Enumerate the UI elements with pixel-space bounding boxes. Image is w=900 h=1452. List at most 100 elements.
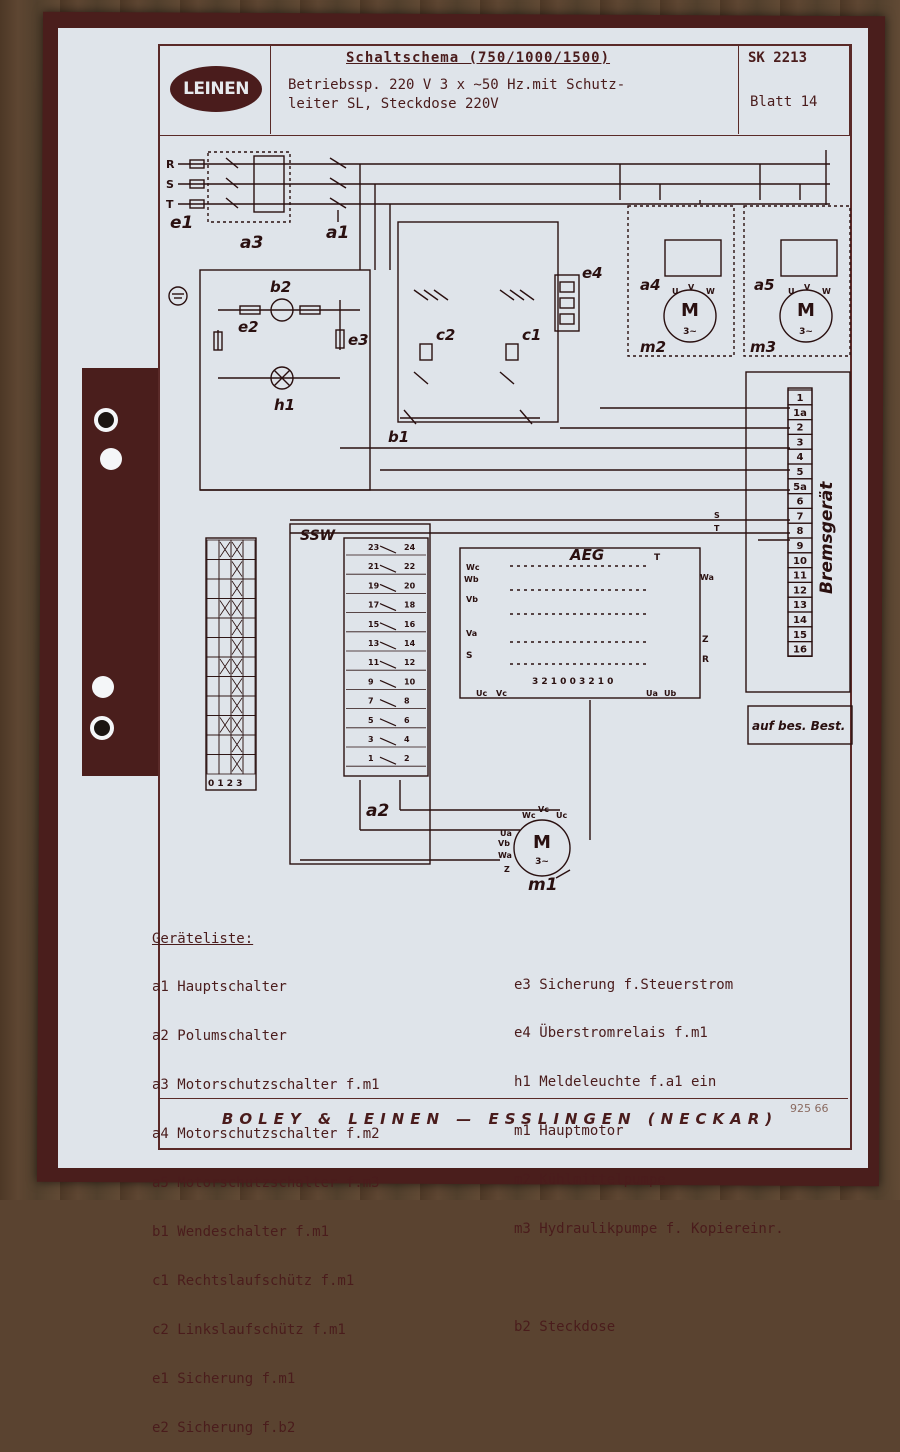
brake-terminal-number: 5 [797,467,804,478]
brake-terminal-number: 6 [797,497,804,508]
ssw-contact-number: 22 [404,562,415,571]
parts-list-item: a1 Hauptschalter [152,979,287,996]
ssw-contact [379,622,397,631]
punch-hole [92,676,114,698]
ssw-contact [379,583,397,592]
grid-cell [218,695,232,716]
ssw-contact-number: 9 [368,677,374,686]
aeg-bottom-label: Ub [664,689,676,698]
supply-description: Betriebssp. 220 V 3 x ~50 Hz.mit Schutz-… [288,77,626,112]
grid-cell [242,539,256,560]
motor-rating: 3~ [683,327,697,337]
grid-cross [219,600,231,616]
grid-cell [218,754,232,775]
ssw-contact [379,737,397,746]
circuit-diagram: R S T e1 a3 a1 b2 e2 e3 h1 c2 c1 e4 b1 a… [166,150,853,895]
brake-terminal-number: 14 [793,615,807,626]
grid-cross [231,658,243,675]
parts-list-item: a2 Polumschalter [152,1028,287,1045]
aeg-terminal-label: Wc [466,563,480,572]
grid-cross [231,678,243,694]
grid-cell [218,559,232,580]
grid-cell [206,578,220,599]
motor-rating: 3~ [535,857,549,867]
grid-cell [242,676,256,697]
ssw-contact [379,679,397,688]
punch-hole [94,408,118,432]
grid-cell [218,676,232,697]
brake-terminal-number: 9 [797,541,804,552]
label-ssw: SSW [300,528,336,544]
grid-cell [242,754,256,775]
label-aeg: AEG [569,546,604,564]
grid-cell [206,539,220,560]
parts-list-item: e3 Sicherung f.Steuerstrom [514,976,734,993]
aeg-bottom-label: Uc [476,689,487,698]
motor-symbol: M [681,300,699,321]
brake-terminal-number: 2 [797,423,804,434]
parts-list-item: m3 Hydraulikpumpe f. Kopiereinr. [514,1221,784,1238]
brake-terminal-number: 11 [793,571,807,582]
brake-terminal-number: 12 [793,585,807,596]
ssw-contact-number: 2 [404,754,410,763]
line-label: S [714,511,720,520]
brake-terminal-number: 13 [793,600,807,611]
grid-cell [218,734,232,755]
grid-cross [219,717,231,733]
ssw-contact-number: 8 [404,697,410,706]
ssw-contact [379,718,397,727]
aeg-bottom-label: Ua [646,689,658,698]
punch-hole [100,448,122,470]
parts-list-item: a3 Motorschutzschalter f.m1 [152,1077,380,1094]
brake-terminal-number: 7 [797,511,804,522]
label-b2: b2 [270,278,291,296]
grid-cell [242,559,256,580]
ssw-contact-number: 10 [404,677,416,686]
terminal-label: U [672,287,679,296]
ssw-contact-number: 13 [368,639,379,648]
m1-terminal-label: Ua [500,829,512,838]
grid-cell [206,695,220,716]
parts-list-item: c1 Rechtslaufschütz f.m1 [152,1272,355,1289]
grid-cell [242,617,256,638]
grid-cell [206,656,220,677]
parts-list-heading: Geräteliste: [152,930,254,947]
label-a2: a2 [366,801,389,821]
m1-terminal-label: Wa [498,851,512,860]
leinen-logo: LEINEN [170,66,262,112]
terminal-label: W [822,287,831,296]
parts-list-item: h1 Meldeleuchte f.a1 ein [514,1074,717,1091]
grid-cross [231,541,243,558]
grid-cell [218,637,232,658]
ssw-contact-number: 20 [404,581,416,590]
ssw-contact [379,603,397,612]
grid-cell [206,559,220,580]
motor-symbol: M [533,832,551,853]
label-a5: a5 [754,276,775,294]
grid-cell [206,734,220,755]
drawing-frame [158,44,852,1150]
aeg-terminal-label: Wb [464,575,479,584]
grid-cross [231,580,243,597]
parts-list-item: b1 Wendeschalter f.m1 [152,1223,330,1240]
m1-terminal-label: Z [504,865,510,874]
grid-cell [242,656,256,677]
m1-terminal-label: Vc [538,805,549,814]
drawing-number: SK 2213 [748,50,808,66]
title-block [158,44,850,136]
ssw-contact-number: 15 [368,620,380,629]
punch-hole [90,716,114,740]
aeg-bottom-label: Vc [496,689,507,698]
grid-cell [206,715,220,736]
grid-cell [206,617,220,638]
pencil-note: 925 66 [790,1102,829,1115]
ssw-contact [379,660,397,669]
parts-list-right: e3 Sicherung f.Steuerstrom e4 Überstromr… [514,944,784,1351]
parts-list-left: Geräteliste: a1 Hauptschalter a2 Polumsc… [152,898,380,1452]
brake-terminal-number: 1a [793,408,807,419]
m1-terminal-label: Uc [556,811,567,820]
grid-cell [218,578,232,599]
phase-label: R [166,158,175,171]
